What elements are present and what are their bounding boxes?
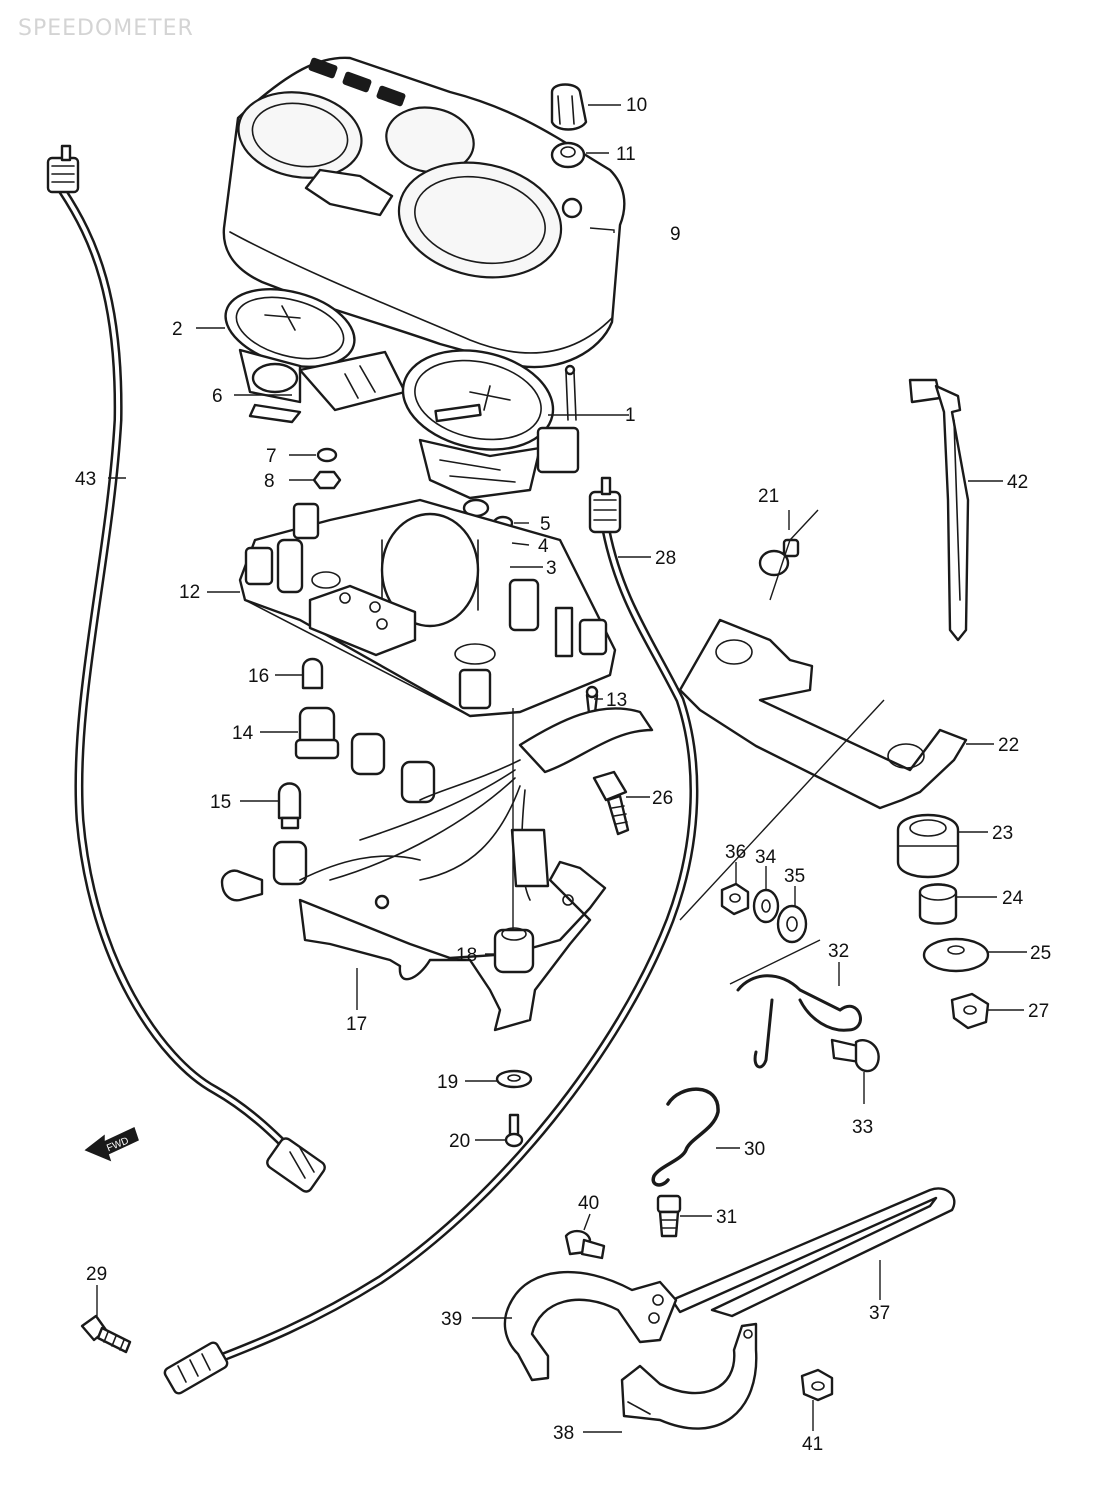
callout-1: 1 — [625, 405, 636, 426]
callout-34: 34 — [755, 847, 777, 868]
callout-39: 39 — [441, 1309, 462, 1330]
callout-3: 3 — [546, 558, 557, 579]
fwd-arrow-icon: FWD — [84, 1126, 139, 1162]
callout-17: 17 — [346, 1014, 367, 1035]
bulb-16 — [301, 657, 324, 690]
clamp-38 — [620, 1322, 758, 1430]
bracket-22 — [678, 618, 968, 921]
knob-10 — [550, 83, 588, 131]
stay-37 — [670, 1187, 956, 1318]
nut-27 — [950, 992, 990, 1030]
callout-23: 23 — [992, 823, 1013, 844]
washer-7 — [316, 447, 338, 463]
speedometer-head-1 — [401, 349, 580, 518]
bracket-6 — [248, 350, 407, 424]
screw-31 — [656, 1194, 682, 1238]
callout-7: 7 — [266, 446, 277, 467]
callout-41: 41 — [802, 1434, 823, 1455]
nut-41 — [800, 1368, 834, 1402]
bulb-15 — [277, 782, 302, 830]
speedometer-cable-43 — [46, 144, 326, 1193]
callout-35: 35 — [784, 866, 805, 887]
callout-6: 6 — [212, 386, 223, 407]
callout-2: 2 — [172, 319, 183, 340]
callout-10: 10 — [626, 95, 647, 116]
left-gauge-2 — [224, 288, 356, 404]
screw-21 — [758, 509, 819, 601]
leader-lines — [96, 104, 1027, 1433]
cable-tie-42 — [908, 378, 970, 642]
callout-14: 14 — [232, 723, 254, 744]
callout-15: 15 — [210, 792, 231, 813]
callout-28: 28 — [655, 548, 676, 569]
callout-42: 42 — [1007, 472, 1028, 493]
lower-case-12 — [238, 498, 617, 718]
callout-18: 18 — [456, 945, 477, 966]
callout-29: 29 — [86, 1264, 107, 1285]
callout-11: 11 — [616, 144, 636, 165]
callout-31: 31 — [716, 1207, 737, 1228]
bolt-26 — [592, 770, 630, 836]
washer-19 — [495, 1069, 533, 1089]
callout-22: 22 — [998, 735, 1019, 756]
diagram-title: SPEEDOMETER — [18, 16, 194, 41]
wiring-harness — [220, 707, 654, 910]
washer-25 — [922, 937, 990, 973]
callout-5: 5 — [540, 514, 551, 535]
callout-8: 8 — [264, 471, 275, 492]
grommet-11 — [550, 141, 586, 169]
socket-14 — [294, 706, 340, 760]
callout-33: 33 — [852, 1117, 873, 1138]
base-plate-17 — [298, 860, 607, 1032]
screw-20 — [504, 1113, 524, 1148]
callout-36: 36 — [725, 842, 746, 863]
callout-24: 24 — [1002, 888, 1024, 909]
grommet-18 — [493, 708, 535, 974]
callout-43: 43 — [75, 469, 96, 490]
bolt-29 — [80, 1314, 132, 1354]
callout-30: 30 — [744, 1139, 765, 1160]
washer-34 — [752, 888, 780, 924]
callout-40: 40 — [578, 1193, 599, 1214]
callout-38: 38 — [553, 1423, 574, 1444]
spacer-24 — [918, 883, 958, 925]
callout-27: 27 — [1028, 1001, 1049, 1022]
callout-numbers: 1 2 3 4 5 6 7 8 9 10 11 12 13 14 15 16 1… — [75, 95, 1051, 1455]
washer-35 — [776, 904, 808, 944]
callout-20: 20 — [449, 1131, 470, 1152]
callout-13: 13 — [606, 690, 627, 711]
callout-32: 32 — [828, 941, 849, 962]
callout-37: 37 — [869, 1303, 890, 1324]
callout-4: 4 — [538, 536, 549, 557]
callout-26: 26 — [652, 788, 673, 809]
fwd-label: FWD — [105, 1136, 130, 1155]
clamp-39 — [503, 1270, 678, 1382]
wire-clip-30 — [651, 1087, 720, 1187]
callout-25: 25 — [1030, 943, 1051, 964]
bolt-40 — [564, 1229, 606, 1260]
bolt-33 — [830, 1038, 880, 1073]
callout-21: 21 — [758, 486, 779, 507]
nut-36 — [720, 882, 750, 916]
clamp-32 — [729, 939, 862, 1069]
grommet-23 — [896, 813, 960, 879]
callout-16: 16 — [248, 666, 269, 687]
callout-19: 19 — [437, 1072, 458, 1093]
cable-28 — [163, 476, 699, 1395]
callout-9: 9 — [670, 224, 681, 245]
meter-case-9 — [222, 56, 626, 369]
nut-8 — [312, 470, 342, 490]
callout-12: 12 — [179, 582, 200, 603]
